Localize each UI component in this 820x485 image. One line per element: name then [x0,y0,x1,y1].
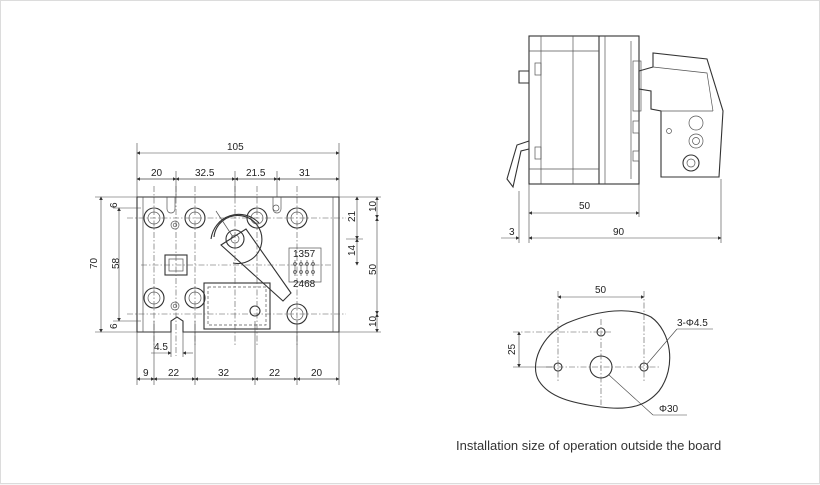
install-holes-label: 3-Φ4.5 [677,318,708,329]
terminal-label-top: 1357 [293,249,316,260]
small-hole-upper [272,204,280,212]
dim-top-seg3: 21.5 [246,168,266,179]
dim-left-top-offset: 6 [109,202,120,208]
dim-bottom-32: 32 [218,368,230,379]
side-dim-3: 3 [509,227,515,238]
dim-right-21: 21 [347,210,358,222]
side-handle [638,52,724,178]
rail-clip-bottom [506,140,530,189]
dim-bottom-slot: 4.5 [154,342,168,353]
install-dim-50: 50 [595,285,607,296]
dim-top-seg2: 32.5 [195,168,215,179]
side-dim-50: 50 [579,201,591,212]
dim-left-bottom-offset: 6 [109,323,120,329]
contact-box [203,282,271,330]
install-dim-25: 25 [507,343,518,355]
terminal-block: 1357 2468 [288,247,322,290]
dim-bottom-22a: 22 [168,368,180,379]
dim-left-overall: 70 [89,257,100,269]
dim-bottom-20: 20 [311,368,323,379]
contact-screw [249,305,261,317]
front-view: 1357 2468 105 [89,142,381,385]
terminal-label-bottom: 2468 [293,279,316,290]
dim-top-overall: 105 [227,142,244,153]
drawing-caption: Installation size of operation outside t… [456,438,722,453]
side-view: 50 3 90 [501,35,724,243]
top-slot-left [166,197,176,214]
dim-bottom-22b: 22 [269,368,281,379]
small-hole-bottom [170,301,180,311]
dim-bottom-9: 9 [143,368,149,379]
dim-left-inner: 58 [111,257,122,269]
dim-top-seg1: 20 [151,168,163,179]
side-dim-90: 90 [613,227,625,238]
install-center-label: Φ30 [659,404,679,415]
rotary-handle [210,210,292,302]
dim-right-top: 10 [368,200,379,212]
dim-right-50: 50 [368,263,379,275]
dim-right-14: 14 [347,244,358,256]
rail-clip-top [518,70,529,84]
small-hole-top [170,220,180,230]
cutout-outline [534,310,671,409]
dim-top-seg4: 31 [299,168,311,179]
side-body [528,35,640,185]
install-view: 50 25 3-Φ4.5 Φ30 [507,285,713,416]
dim-right-bottom: 10 [368,315,379,327]
